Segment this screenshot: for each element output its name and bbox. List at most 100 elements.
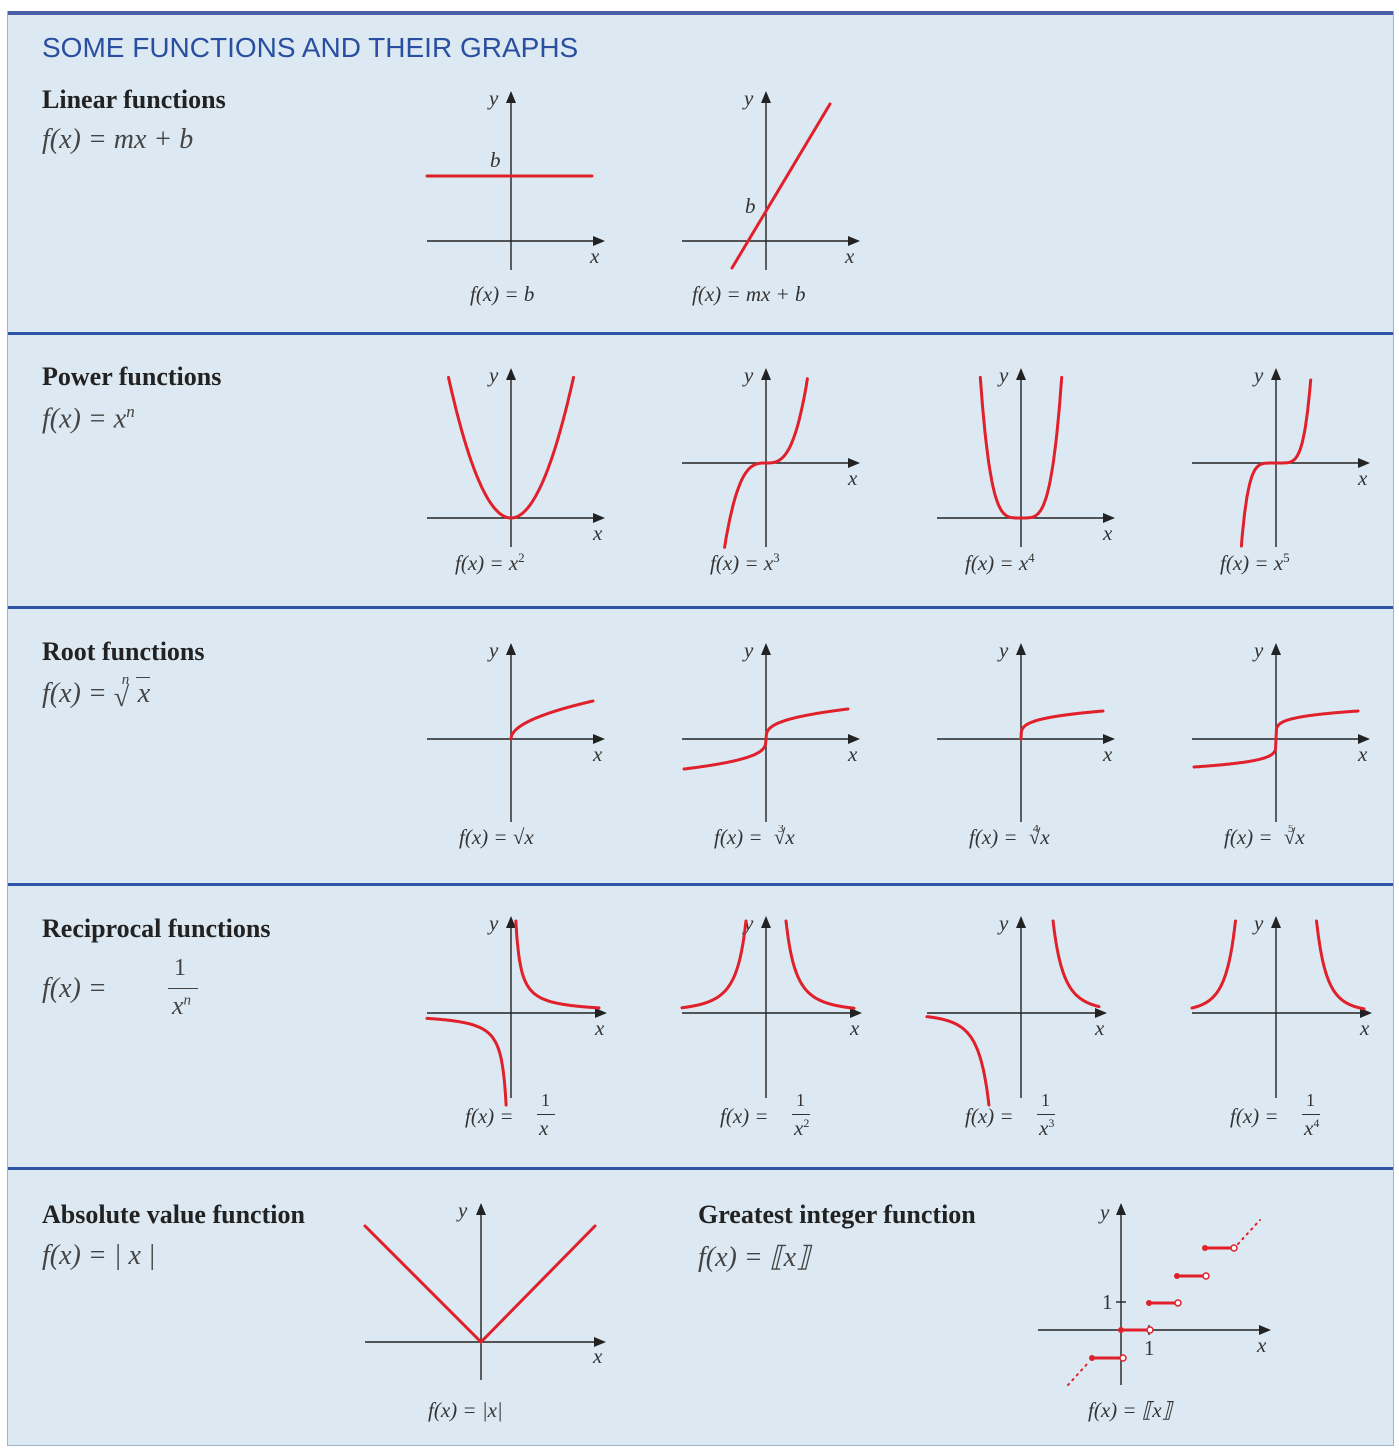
x-axis-label: x <box>1357 466 1368 490</box>
caption-root-3: f(x) = 3√x <box>714 825 795 849</box>
graph-reciprocal-3: y x f(x) = 1 x3 <box>925 911 1107 1140</box>
x-axis-label: x <box>594 1016 605 1040</box>
x-axis-label: x <box>592 1344 603 1368</box>
y-axis-label: y <box>487 363 499 387</box>
linear-formula: f(x) = mx + b <box>42 124 194 155</box>
caption-greatest-integer: f(x) = ⟦x⟧ <box>1088 1398 1175 1422</box>
y-axis-label: y <box>742 638 754 662</box>
caption-root-4: f(x) = 4√x <box>969 825 1050 849</box>
caption-root-5: f(x) = 5√x <box>1224 825 1305 849</box>
x-axis-label: x <box>1256 1333 1267 1357</box>
graph-power-2: y x f(x) = x2 <box>427 363 605 575</box>
caption-power-3: f(x) = x3 <box>710 550 780 575</box>
reciprocal-title: Reciprocal functions <box>42 914 271 943</box>
graph-root-5: y x f(x) = 5√x <box>1192 638 1370 849</box>
graph-root-4: y x f(x) = 4√x <box>937 638 1115 849</box>
graph-power-4: y x f(x) = x4 <box>937 363 1115 575</box>
power-curve-4 <box>978 375 1064 520</box>
y-axis-label: y <box>487 86 499 110</box>
caption-linear: f(x) = mx + b <box>692 282 805 306</box>
root-title: Root functions <box>42 637 205 666</box>
caption-reciprocal-3: f(x) = 1 x3 <box>965 1090 1055 1140</box>
x-axis-label: x <box>1102 521 1113 545</box>
y-axis-label: y <box>1252 638 1264 662</box>
power-title: Power functions <box>42 362 222 391</box>
x-axis-label: x <box>592 521 603 545</box>
caption-root-2: f(x) = √x <box>459 825 534 849</box>
graph-power-5: y x f(x) = x5 <box>1192 363 1370 575</box>
graph-power-3: y x f(x) = x3 <box>682 363 860 575</box>
graph-root-3: y x f(x) = 3√x <box>682 638 860 849</box>
reciprocal-left-2 <box>680 919 748 1010</box>
y-axis-label: y <box>487 911 499 935</box>
linear-line <box>730 102 832 270</box>
x-axis-label: x <box>589 244 600 268</box>
graph-greatest-integer: y x 1 1 f(x) = ⟦x⟧ <box>1038 1200 1271 1422</box>
y-axis-label: y <box>1098 1200 1110 1224</box>
x-axis-label: x <box>592 742 603 766</box>
y-axis-label: y <box>997 363 1009 387</box>
caption-absolute: f(x) = |x| <box>428 1398 503 1422</box>
page-title: SOME FUNCTIONS AND THEIR GRAPHS <box>42 32 579 63</box>
reciprocal-right-4 <box>1315 919 1366 1011</box>
x-axis-label: x <box>844 244 855 268</box>
root-curve-3 <box>682 707 850 771</box>
y-tick-1: 1 <box>1102 1290 1113 1314</box>
y-axis-label: y <box>997 638 1009 662</box>
graph-absolute: y x f(x) = |x| <box>363 1198 606 1422</box>
root-formula: f(x) = n √ x <box>42 672 151 713</box>
graph-reciprocal-1: y x f(x) = 1 x <box>425 911 607 1140</box>
root-curve-4 <box>1019 709 1105 741</box>
caption-power-4: f(x) = x4 <box>965 550 1035 575</box>
x-tick-1: 1 <box>1144 1336 1155 1360</box>
power-curve-2 <box>447 375 575 520</box>
x-axis-label: x <box>847 742 858 766</box>
x-axis-label: x <box>1357 742 1368 766</box>
graph-linear: y x b f(x) = mx + b <box>682 86 860 306</box>
reciprocal-left-3 <box>925 1015 991 1107</box>
reciprocal-right-1 <box>514 919 601 1010</box>
absolute-formula: f(x) = | x | <box>42 1240 156 1271</box>
greatest-integer-title: Greatest integer function <box>698 1200 976 1229</box>
x-axis-label: x <box>847 466 858 490</box>
x-axis-label: x <box>1094 1016 1105 1040</box>
reciprocal-right-3 <box>1051 919 1101 1009</box>
intercept-label: b <box>745 194 756 218</box>
intercept-label: b <box>490 148 501 172</box>
caption-reciprocal-4: f(x) = 1 x4 <box>1230 1090 1320 1140</box>
power-formula: f(x) = xn <box>42 402 135 435</box>
root-curve-5 <box>1192 709 1360 769</box>
reciprocal-right-2 <box>784 919 856 1010</box>
graph-constant: y x b f(x) = b <box>425 86 605 306</box>
caption-constant: f(x) = b <box>470 282 534 306</box>
section-divider <box>8 883 1393 886</box>
power-curve-3 <box>723 377 809 549</box>
section-divider <box>8 606 1393 609</box>
caption-reciprocal-1: f(x) = 1 x <box>465 1090 555 1140</box>
graph-root-2: y x f(x) = √x <box>427 638 605 849</box>
y-axis-label: y <box>456 1198 468 1222</box>
reciprocal-left-4 <box>1190 919 1237 1010</box>
steps <box>1067 1219 1261 1386</box>
functions-panel <box>7 11 1394 1446</box>
y-axis-label: y <box>742 363 754 387</box>
root-curve-2 <box>509 699 595 741</box>
y-axis-label: y <box>997 911 1009 935</box>
x-axis-label: x <box>1102 742 1113 766</box>
section-divider <box>8 332 1393 335</box>
caption-power-2: f(x) = x2 <box>455 550 525 575</box>
x-axis-label: x <box>849 1016 860 1040</box>
caption-power-5: f(x) = x5 <box>1220 550 1290 575</box>
x-axis-label: x <box>1359 1016 1370 1040</box>
linear-title: Linear functions <box>42 85 226 114</box>
graph-reciprocal-2: yxf(x) = 1 x2 <box>680 911 862 1140</box>
caption-reciprocal-2: f(x) = 1 x2 <box>720 1090 810 1140</box>
section-divider <box>8 1167 1393 1170</box>
y-axis-label: y <box>1252 363 1264 387</box>
y-axis-label: y <box>1252 911 1264 935</box>
y-axis-label: y <box>742 86 754 110</box>
absolute-title: Absolute value function <box>42 1200 305 1229</box>
graph-reciprocal-4: y x f(x) = 1 x4 <box>1190 911 1372 1140</box>
reciprocal-left-1 <box>425 1016 508 1107</box>
y-axis-label: y <box>487 638 499 662</box>
